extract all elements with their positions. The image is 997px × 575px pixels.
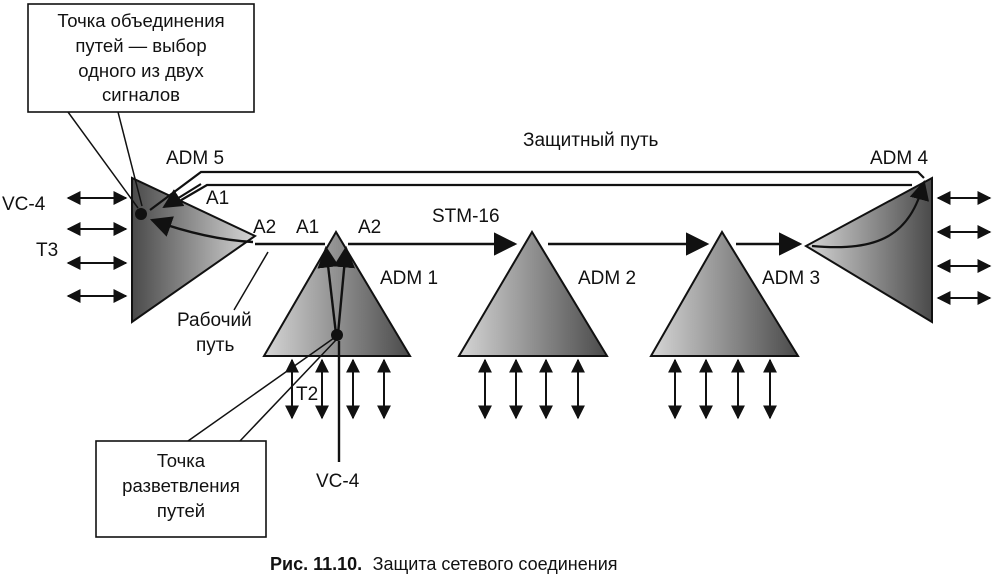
figure-caption: Рис. 11.10. Защита сетевого соединения [270,554,618,574]
adm3-tributaries [668,358,777,420]
adm4-tributaries [936,191,992,305]
protection-path-arrow [162,183,202,209]
adm5-selector-curve [149,216,254,244]
adm5-tributaries [66,191,128,303]
adm3-label: ADM 3 [762,268,820,289]
working-path-label-2: путь [196,335,234,356]
working-path-label-1: Рабочий [177,310,252,331]
adm5-triangle [131,176,257,324]
adm2-label: ADM 2 [578,268,636,289]
merge-callout-line-4: сигналов [102,84,180,105]
working-path-pointer [233,251,269,311]
merge-point-dot [135,208,147,220]
merge-callout-leaders [67,111,143,209]
adm4-curve [811,180,930,249]
a2-adm5-label: A2 [253,217,276,238]
adm1-tributaries [285,358,391,420]
adm5-label: ADM 5 [166,148,224,169]
split-callout-line-2: разветвления [122,475,240,496]
vc4-left-label: VC-4 [2,194,46,215]
a1-adm1-label: A1 [296,217,319,238]
t3-label: T3 [36,240,58,261]
split-callout-line-1: Точка [157,450,206,471]
a2-adm1-label: A2 [358,217,381,238]
protection-path [149,170,925,211]
merge-callout-line-1: Точка объединения [57,10,224,31]
caption-text: Защита сетевого соединения [373,554,618,574]
adm2-triangle [457,230,609,357]
split-callout-leaders [187,337,337,442]
adm4-triangle [803,176,933,324]
stm16-label: STM-16 [432,206,500,227]
adm4-label: ADM 4 [870,148,929,169]
adm1-label: ADM 1 [380,268,438,289]
adm1-split-arrows [317,245,355,335]
t2-label: T2 [296,384,318,405]
merge-callout-box [27,3,255,113]
adm1-triangle [262,230,412,357]
split-callout-box [95,440,267,538]
vc4-bottom-label: VC-4 [316,471,360,492]
merge-callout-line-2: путей — выбор [75,35,206,56]
caption-number: Рис. 11.10. [270,554,362,574]
split-callout-line-3: путей [157,500,205,521]
a1-adm5-label: A1 [206,188,229,209]
protection-path-label: Защитный путь [523,130,659,151]
adm3-triangle [649,230,800,357]
merge-callout-line-3: одного из двух [78,60,204,81]
adm2-tributaries [478,358,585,420]
